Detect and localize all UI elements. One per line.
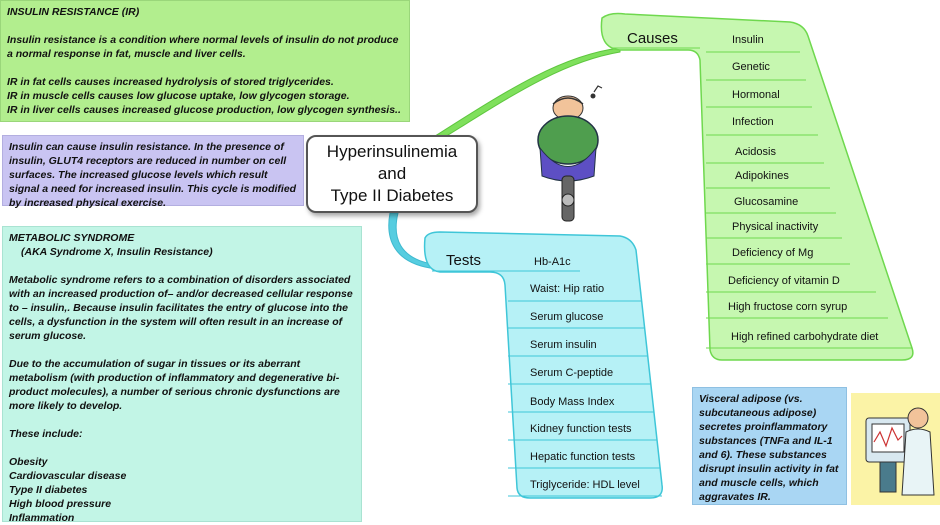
test-item[interactable]: Hb-A1c: [534, 256, 571, 268]
cause-item[interactable]: Adipokines: [735, 170, 789, 182]
visceral-note-body: Visceral adipose (vs. subcutaneous adipo…: [699, 393, 839, 503]
test-item[interactable]: Serum glucose: [530, 311, 604, 323]
cause-item[interactable]: Infection: [732, 116, 774, 128]
tests-group-shape: [423, 231, 663, 499]
central-topic[interactable]: Hyperinsulinemia and Type II Diabetes: [306, 135, 478, 213]
visceral-adipose-note: Visceral adipose (vs. subcutaneous adipo…: [692, 387, 847, 505]
test-item[interactable]: Waist: Hip ratio: [530, 283, 605, 295]
cause-item[interactable]: Glucosamine: [734, 196, 799, 208]
metabolic-list-item: Cardiovascular disease: [9, 470, 127, 482]
test-item[interactable]: Serum C-peptide: [530, 367, 614, 379]
causes-underlines: [612, 47, 912, 349]
doctor-illustration: [851, 393, 940, 505]
metabolic-list-item: High blood pressure: [9, 498, 112, 510]
ir-note-fat: IR in fat cells causes increased hydroly…: [7, 76, 334, 88]
insulin-resistance-note: INSULIN RESISTANCE (IR) Insulin resistan…: [0, 0, 410, 122]
central-topic-line: and: [377, 164, 407, 183]
cause-item[interactable]: Deficiency of vitamin D: [728, 275, 840, 287]
cause-item[interactable]: Hormonal: [732, 89, 780, 101]
test-item[interactable]: Body Mass Index: [530, 396, 615, 408]
metabolic-note-p3: These include:: [9, 428, 83, 440]
ir-note-liver: IR in liver cells causes increased gluco…: [7, 104, 401, 116]
cause-item[interactable]: Deficiency of Mg: [732, 247, 814, 259]
causes-topic[interactable]: Causes: [627, 30, 678, 47]
cause-item[interactable]: High fructose corn syrup: [728, 301, 848, 313]
metabolic-list-item: Obesity: [9, 456, 48, 468]
metabolic-note-p2: Due to the accumulation of sugar in tiss…: [9, 358, 340, 412]
tests-underlines: [432, 270, 662, 497]
metabolic-note-title: METABOLIC SYNDROME: [9, 232, 135, 244]
cause-item[interactable]: Physical inactivity: [732, 221, 819, 233]
cyclist-illustration: [537, 85, 603, 222]
metabolic-note-p1: Metabolic syndrome refers to a combinati…: [9, 274, 353, 342]
central-topic-line: Type II Diabetes: [330, 186, 454, 205]
causes-group-shape: [600, 12, 914, 361]
metabolic-list-item: Type II diabetes: [9, 484, 88, 496]
cause-item[interactable]: Acidosis: [735, 146, 776, 158]
test-item[interactable]: Kidney function tests: [530, 423, 632, 435]
glut4-note: Insulin can cause insulin resistance. In…: [2, 135, 304, 209]
ir-note-title: INSULIN RESISTANCE (IR): [7, 6, 140, 18]
test-item[interactable]: Triglyceride: HDL level: [530, 479, 640, 491]
test-item[interactable]: Hepatic function tests: [530, 451, 636, 463]
central-topic-line: Hyperinsulinemia: [326, 142, 458, 161]
metabolic-list-item: Inflammation: [9, 512, 75, 524]
ir-note-muscle: IR in muscle cells causes low glucose up…: [7, 90, 350, 102]
metabolic-note-aka: (AKA Syndrome X, Insulin Resistance): [21, 246, 213, 258]
tests-topic[interactable]: Tests: [446, 252, 482, 269]
cause-item[interactable]: High refined carbohydrate diet: [731, 331, 879, 343]
cause-item[interactable]: Insulin: [732, 34, 764, 46]
cause-item[interactable]: Genetic: [732, 61, 770, 73]
glut4-note-body: Insulin can cause insulin resistance. In…: [9, 141, 297, 209]
test-item[interactable]: Serum insulin: [530, 339, 597, 351]
causes-branch: [430, 47, 621, 141]
metabolic-syndrome-note: METABOLIC SYNDROME (AKA Syndrome X, Insu…: [2, 226, 362, 524]
ir-note-body: Insulin resistance is a condition where …: [7, 34, 399, 60]
